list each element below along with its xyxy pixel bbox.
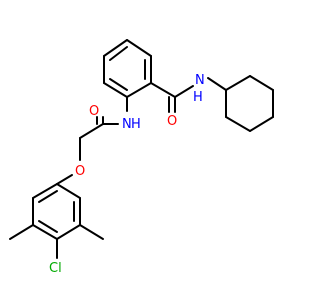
aryl-ether	[56, 174, 73, 185]
n-anilide-h-label: H	[131, 117, 141, 132]
atom-n-anilide: N H	[122, 117, 141, 132]
molecule-canvas: N H O N H O O Cl	[9, 39, 274, 276]
n-anilide-label: N	[122, 117, 132, 132]
chlorine-label: Cl	[49, 261, 62, 276]
chlorodimethylphenyl-ring	[9, 183, 104, 259]
acetamide-linker	[79, 96, 128, 161]
atom-n-cyclohexyl: N H	[193, 73, 205, 105]
o-carbonyl-2-label: O	[89, 104, 99, 119]
n-cyclohexyl-label: N	[195, 73, 205, 88]
cyclohexyl-amide	[150, 77, 227, 113]
n-cyclohexyl-h-label: H	[193, 90, 203, 105]
cyclohexane-ring	[225, 75, 274, 132]
o-carbonyl-1-label: O	[167, 114, 177, 129]
benzamide-ring	[103, 39, 152, 98]
o-ether-label: O	[75, 164, 85, 179]
molecule-structure: N H O N H O O Cl	[9, 39, 274, 276]
